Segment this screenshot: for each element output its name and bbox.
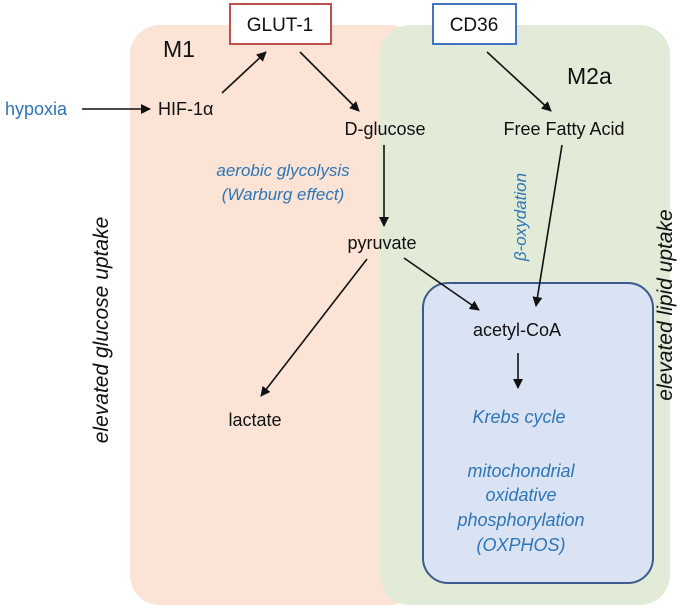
m2a-label: M2a (567, 63, 612, 89)
acetylcoa-label: acetyl-CoA (473, 320, 561, 340)
glut1-box: GLUT-1 (229, 3, 332, 45)
cd36-box: CD36 (432, 3, 517, 45)
pyruvate-label: pyruvate (347, 233, 416, 253)
arrow-pyruvate-to-lactate (260, 258, 368, 397)
m1-label: M1 (163, 36, 195, 62)
glut1-label: GLUT-1 (247, 15, 314, 36)
hif1a-label: HIF-1α (158, 99, 213, 119)
dglucose-label: D-glucose (344, 119, 425, 139)
oxphos-line1: mitochondrial (467, 461, 575, 481)
arrow-glut1-to-dglucose (299, 51, 360, 112)
m1-panel (130, 25, 420, 605)
oxphos-line3: phosphorylation (456, 510, 584, 530)
krebs-cycle-label: Krebs cycle (472, 407, 565, 427)
hypoxia-label: hypoxia (5, 99, 68, 119)
aerobic-glycolysis-label: aerobic glycolysis (216, 161, 350, 180)
glucose-uptake-side-label: elevated glucose uptake (90, 217, 113, 444)
lactate-label: lactate (228, 410, 281, 430)
mitochondria-box (422, 282, 654, 584)
arrow-cd36-to-ffa (486, 51, 552, 112)
lipid-uptake-side-label: elevated lipid uptake (654, 209, 677, 400)
beta-oxidation-label: β-oxydation (511, 173, 530, 262)
cd36-label: CD36 (450, 15, 499, 36)
oxphos-line4: (OXPHOS) (476, 535, 565, 555)
ffa-label: Free Fatty Acid (503, 119, 624, 139)
arrow-pyruvate-to-acetylcoa (403, 257, 480, 311)
arrows (82, 51, 563, 397)
arrow-hif1a-to-glut1 (221, 51, 267, 94)
arrow-ffa-to-acetylcoa (532, 144, 563, 307)
oxphos-line2: oxidative (485, 485, 556, 505)
warburg-label: (Warburg effect) (222, 185, 345, 204)
